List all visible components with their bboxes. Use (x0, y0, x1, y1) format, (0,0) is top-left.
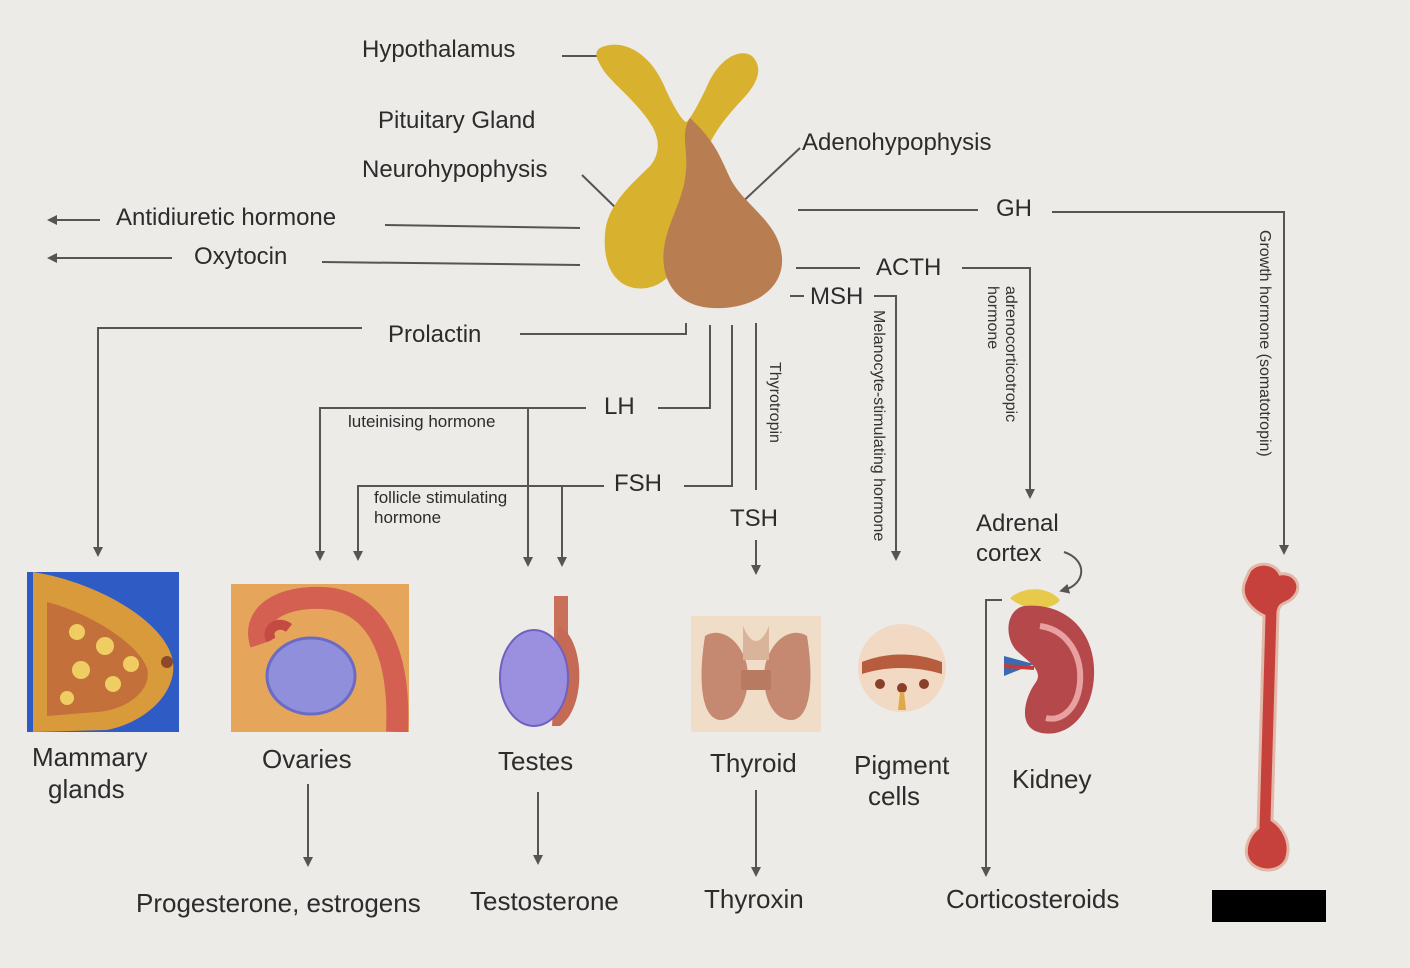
prolactin-arrow (93, 327, 362, 557)
gh-arrow (1052, 211, 1289, 555)
pituitary-gland-illustration (596, 44, 783, 309)
testosterone-label: Testosterone (470, 886, 619, 916)
hypothalamus-label: Hypothalamus (362, 36, 516, 63)
adrenal-output-arrow (981, 599, 1002, 877)
ovary-image (231, 584, 409, 732)
fsh-line-right (684, 325, 733, 487)
posterior-lobe-shape (596, 44, 759, 289)
prolactin-line-right (520, 323, 687, 335)
pigment-label-1: Pigment (854, 750, 950, 780)
tsh-label: TSH (730, 505, 778, 532)
thyroid-image (691, 616, 821, 732)
anterior-lobe-shape (663, 118, 783, 309)
pituitary-label: Pituitary Gland (378, 107, 536, 134)
fsh-label: FSH (614, 470, 662, 497)
oxytocin-line (321, 261, 581, 266)
acth-full-label-2: hormone (984, 286, 1001, 350)
adenohypophysis-label: Adenohypophysis (802, 129, 992, 156)
adh-label: Antidiuretic hormone (116, 204, 337, 231)
progesterone-label: Progesterone, estrogens (136, 888, 421, 918)
lh-line-right (658, 325, 711, 409)
mammary-label-1: Mammary (32, 742, 148, 772)
testis-image (499, 596, 580, 727)
mammary-gland-image (27, 572, 179, 732)
lh-full-label: luteinising hormone (348, 412, 496, 431)
msh-full-label: Melanocyte-stimulating hormone (870, 310, 887, 542)
adh-line (384, 224, 581, 229)
fsh-full-label-2: hormone (374, 508, 442, 527)
acth-full-label-1: adrenocorticotropic (1002, 286, 1019, 423)
acth-arrow (962, 267, 1035, 499)
thyroxin-label: Thyroxin (704, 884, 804, 914)
neurohypophysis-label: Neurohypophysis (362, 156, 548, 183)
adenohypophysis-leader (735, 147, 801, 209)
thyrotropin-label: Thyrotropin (766, 362, 783, 443)
kidney-label: Kidney (1012, 764, 1092, 794)
adrenal-curve-arrow (1059, 551, 1083, 594)
msh-arrow (874, 295, 901, 561)
femur-bone-image (1241, 562, 1300, 872)
mammary-label-2: glands (48, 774, 125, 804)
pigment-label-2: cells (868, 781, 921, 811)
thyroid-label: Thyroid (710, 748, 797, 778)
ovaries-label: Ovaries (262, 744, 352, 774)
fsh-full-label-1: follicle stimulating (374, 488, 508, 507)
prolactin-label: Prolactin (388, 321, 482, 348)
adrenal-label-1: Adrenal (976, 510, 1059, 537)
kidney-image (1003, 589, 1095, 734)
corticosteroids-label: Corticosteroids (946, 884, 1120, 914)
fsh-arrow-ovaries (353, 485, 604, 561)
lh-label: LH (604, 393, 635, 420)
testes-label: Testes (498, 746, 574, 776)
gh-full-label: Growth hormone (somatotropin) (1256, 230, 1273, 457)
adrenal-label-2: cortex (976, 540, 1042, 567)
pigment-cells-image (858, 624, 946, 712)
gh-label: GH (996, 195, 1032, 222)
oxytocin-label: Oxytocin (194, 243, 288, 270)
redaction-box (1212, 890, 1326, 922)
acth-label: ACTH (876, 254, 942, 281)
neurohypophysis-leader (581, 174, 621, 213)
msh-label: MSH (810, 283, 864, 310)
lh-arrow-ovaries (315, 407, 586, 561)
